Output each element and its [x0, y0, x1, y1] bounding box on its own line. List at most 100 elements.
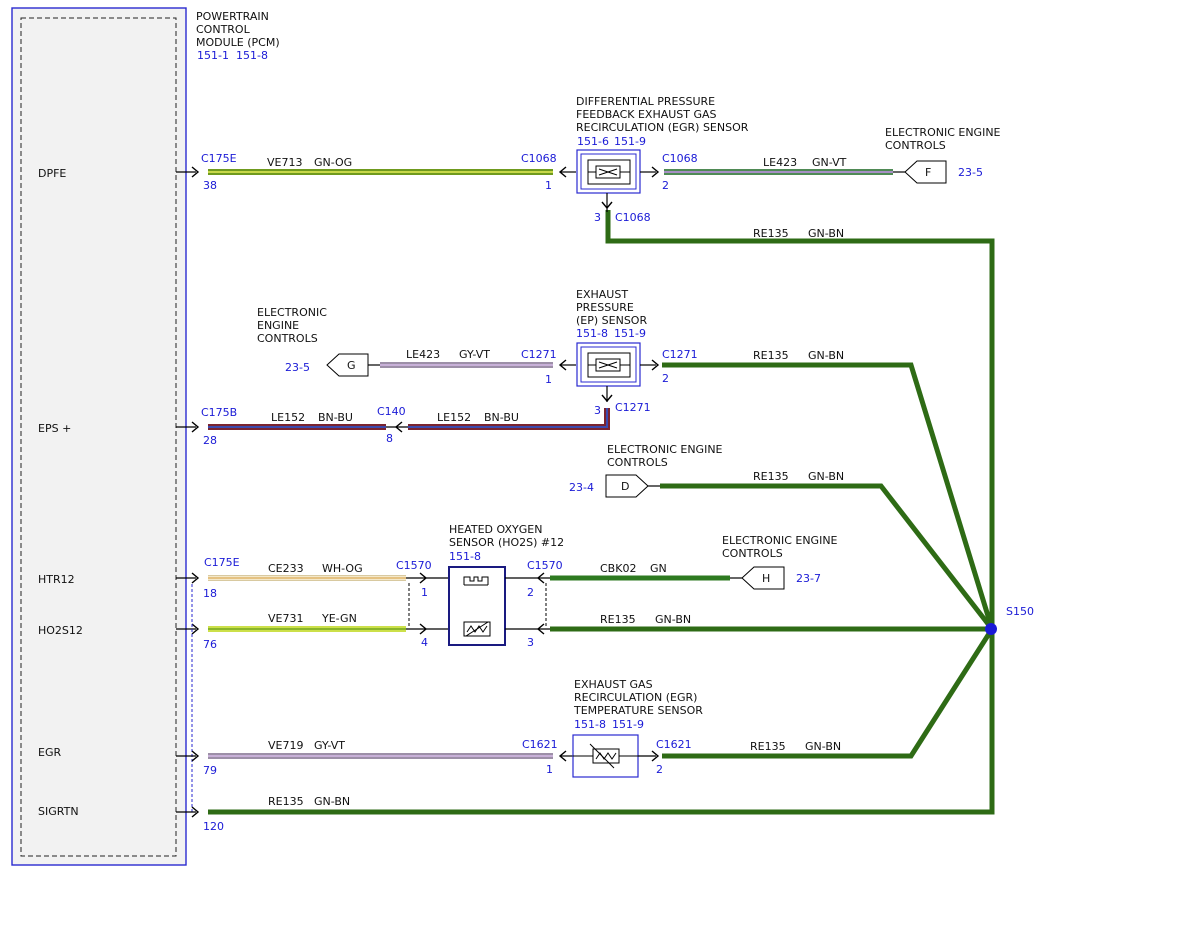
pin-c1271-1: 1	[545, 373, 552, 386]
pin-120: 120	[203, 820, 224, 833]
offpage-g-title-1: ELECTRONIC	[257, 306, 327, 319]
arrow-icon	[191, 623, 200, 635]
ep-title-line-3: (EP) SENSOR	[576, 314, 647, 327]
ep-ref-1[interactable]: 151-8	[576, 327, 608, 340]
circuit-re135-f: RE135	[268, 795, 304, 808]
conn-c1068-2[interactable]: C1068	[662, 152, 698, 165]
offpage-connector-f[interactable]	[904, 160, 947, 184]
circuit-re135-d: RE135	[600, 613, 636, 626]
thermistor-icon-slash	[589, 743, 615, 769]
color-ye-gn: YE-GN	[321, 612, 357, 625]
pin-c140-8: 8	[386, 432, 393, 445]
ep-row: ELECTRONIC ENGINE CONTROLS 23-5 G LE423 …	[257, 288, 844, 417]
arrow-icon	[651, 750, 660, 762]
pcm-ref-2[interactable]: 151-8	[236, 49, 268, 62]
color-wh-og: WH-OG	[322, 562, 363, 575]
ep-title-line-2: PRESSURE	[576, 301, 634, 314]
offpage-f-ref[interactable]: 23-5	[958, 166, 983, 179]
splice-s150-label: S150	[1006, 605, 1034, 618]
circuit-re135-b: RE135	[753, 349, 789, 362]
color-gn-bn-c: GN-BN	[808, 470, 844, 483]
pcm-pin-eps: EPS +	[38, 422, 71, 435]
pin-c1271-3: 3	[594, 404, 601, 417]
pin-c1621-2: 2	[656, 763, 663, 776]
pin-c1621-1: 1	[546, 763, 553, 776]
offpage-f-title-1: ELECTRONIC ENGINE	[885, 126, 1001, 139]
offpage-h-ref[interactable]: 23-7	[796, 572, 821, 585]
wire-re135-dpfe[interactable]	[605, 210, 995, 629]
conn-c175e-38[interactable]: C175E	[201, 152, 237, 165]
circuit-le152-a: LE152	[271, 411, 305, 424]
pcm-ref-1[interactable]: 151-1	[197, 49, 229, 62]
wire-re135-sigrtn[interactable]	[208, 629, 995, 815]
color-bn-bu-a: BN-BU	[318, 411, 353, 424]
offpage-d-letter: D	[621, 480, 629, 493]
circuit-le423: LE423	[763, 156, 797, 169]
pin-c1570-2: 2	[527, 586, 534, 599]
ho2s-rows: C175E 18 CE233 WH-OG C1570 1 76 VE731 YE…	[176, 523, 838, 812]
conn-c175b[interactable]: C175B	[201, 406, 237, 419]
sigrtn-row: 120 RE135 GN-BN	[176, 795, 350, 833]
wire-re135-offpage-d[interactable]	[660, 483, 994, 631]
pcm-module: POWERTRAIN CONTROL MODULE (PCM) 151-1 15…	[11, 7, 280, 866]
egr-temp-ref-1[interactable]: 151-8	[574, 718, 606, 731]
arrow-icon	[601, 394, 613, 403]
dpfe-ref-1[interactable]: 151-6	[577, 135, 609, 148]
conn-c175e-18[interactable]: C175E	[204, 556, 240, 569]
pin-c1271-2: 2	[662, 372, 669, 385]
conn-c1570-2[interactable]: C1570	[527, 559, 563, 572]
arrow-icon	[601, 201, 613, 210]
offpage-h-letter: H	[762, 572, 770, 585]
offpage-g-ref[interactable]: 23-5	[285, 361, 310, 374]
circuit-re135-e: RE135	[750, 740, 786, 753]
ep-title-line-1: EXHAUST	[576, 288, 628, 301]
arrow-icon	[191, 750, 200, 762]
conn-c1621-2[interactable]: C1621	[656, 738, 692, 751]
conn-c1621-1[interactable]: C1621	[522, 738, 558, 751]
color-gn: GN	[650, 562, 667, 575]
arrow-icon	[191, 572, 200, 584]
pin-c1068-3: 3	[594, 211, 601, 224]
color-gn-vt: GN-VT	[812, 156, 847, 169]
conn-c1271-1[interactable]: C1271	[521, 348, 557, 361]
pin-76: 76	[203, 638, 217, 651]
circuit-ve719: VE719	[268, 739, 303, 752]
offpage-d-row: ELECTRONIC ENGINE CONTROLS 23-4 D RE135 …	[569, 443, 844, 498]
pcm-pin-sigrtn: SIGRTN	[38, 805, 79, 818]
conn-c1068-1[interactable]: C1068	[521, 152, 557, 165]
offpage-connector-d[interactable]	[605, 474, 649, 498]
pcm-pin-dpfe: DPFE	[38, 167, 66, 180]
color-gn-bn-b: GN-BN	[808, 349, 844, 362]
color-gn-bn-d: GN-BN	[655, 613, 691, 626]
egr-temp-title-line-3: TEMPERATURE SENSOR	[573, 704, 703, 717]
conn-c1570-1[interactable]: C1570	[396, 559, 432, 572]
offpage-d-ref[interactable]: 23-4	[569, 481, 594, 494]
offpage-f-title-2: CONTROLS	[885, 139, 946, 152]
color-gn-bn-a: GN-BN	[808, 227, 844, 240]
conn-c1068-3[interactable]: C1068	[615, 211, 651, 224]
offpage-connector-h[interactable]	[741, 566, 785, 590]
egr-temp-ref-2[interactable]: 151-9	[612, 718, 644, 731]
egr-row: 79 VE719 GY-VT C1621 1 EXHAUST GAS RECIR…	[176, 678, 841, 778]
circuit-ce233: CE233	[268, 562, 304, 575]
dpfe-ref-2[interactable]: 151-9	[614, 135, 646, 148]
wire-re135-ep[interactable]	[662, 362, 995, 630]
ep-ref-2[interactable]: 151-9	[614, 327, 646, 340]
pin-79: 79	[203, 764, 217, 777]
gn-bn-bus	[208, 210, 995, 815]
dpfe-title-line-3: RECIRCULATION (EGR) SENSOR	[576, 121, 749, 134]
splice-s150[interactable]	[985, 623, 997, 635]
circuit-cbk02: CBK02	[600, 562, 636, 575]
offpage-g-title-3: CONTROLS	[257, 332, 318, 345]
pin-18: 18	[203, 587, 217, 600]
conn-c140[interactable]: C140	[377, 405, 406, 418]
wire-re135-egr-temp[interactable]	[662, 627, 995, 759]
conn-c1271-3[interactable]: C1271	[615, 401, 651, 414]
circuit-ve713: VE713	[267, 156, 302, 169]
offpage-g-title-2: ENGINE	[257, 319, 299, 332]
wire-le152-b-stripe	[408, 408, 608, 428]
conn-c1271-2[interactable]: C1271	[662, 348, 698, 361]
color-gn-og: GN-OG	[314, 156, 352, 169]
ho2s-ref-1[interactable]: 151-8	[449, 550, 481, 563]
